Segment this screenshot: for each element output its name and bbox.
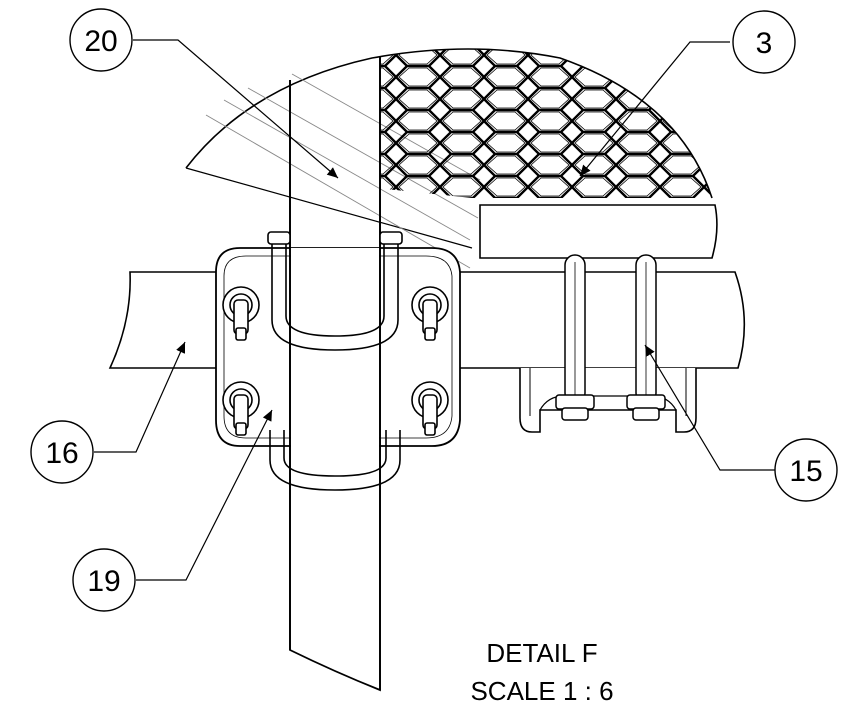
nut-top-left xyxy=(222,286,260,341)
detail-scale: SCALE 1 : 6 xyxy=(470,676,613,704)
nut-bottom-left xyxy=(222,381,260,436)
leader-lines xyxy=(94,39,775,581)
leader-20 xyxy=(133,39,339,179)
nut-top-right xyxy=(411,286,449,341)
leader-15 xyxy=(644,344,775,471)
callout-15: 15 xyxy=(774,438,838,502)
callout-20-label: 20 xyxy=(84,25,117,58)
pipe-u-bolt-lower xyxy=(269,430,401,491)
callout-16-label: 16 xyxy=(45,437,78,470)
callout-19: 19 xyxy=(72,548,136,612)
right-bracket xyxy=(519,368,697,433)
grating-support-bar xyxy=(479,204,718,259)
callout-3: 3 xyxy=(732,10,796,74)
callout-20: 20 xyxy=(69,8,133,72)
callout-15-label: 15 xyxy=(789,455,822,488)
detail-title: DETAIL F xyxy=(486,638,597,668)
callout-19-label: 19 xyxy=(87,565,120,598)
clamp-nuts xyxy=(222,286,449,436)
leader-3 xyxy=(579,41,730,177)
nut-bottom-right xyxy=(411,381,449,436)
callout-3-label: 3 xyxy=(756,27,773,60)
pipe-u-bolt-upper xyxy=(267,231,403,351)
leader-19 xyxy=(136,409,273,581)
leader-16 xyxy=(94,341,186,453)
right-u-bolts xyxy=(555,254,666,421)
callout-16: 16 xyxy=(30,420,94,484)
vertical-pipe xyxy=(289,56,381,692)
grating-mesh xyxy=(380,49,712,198)
